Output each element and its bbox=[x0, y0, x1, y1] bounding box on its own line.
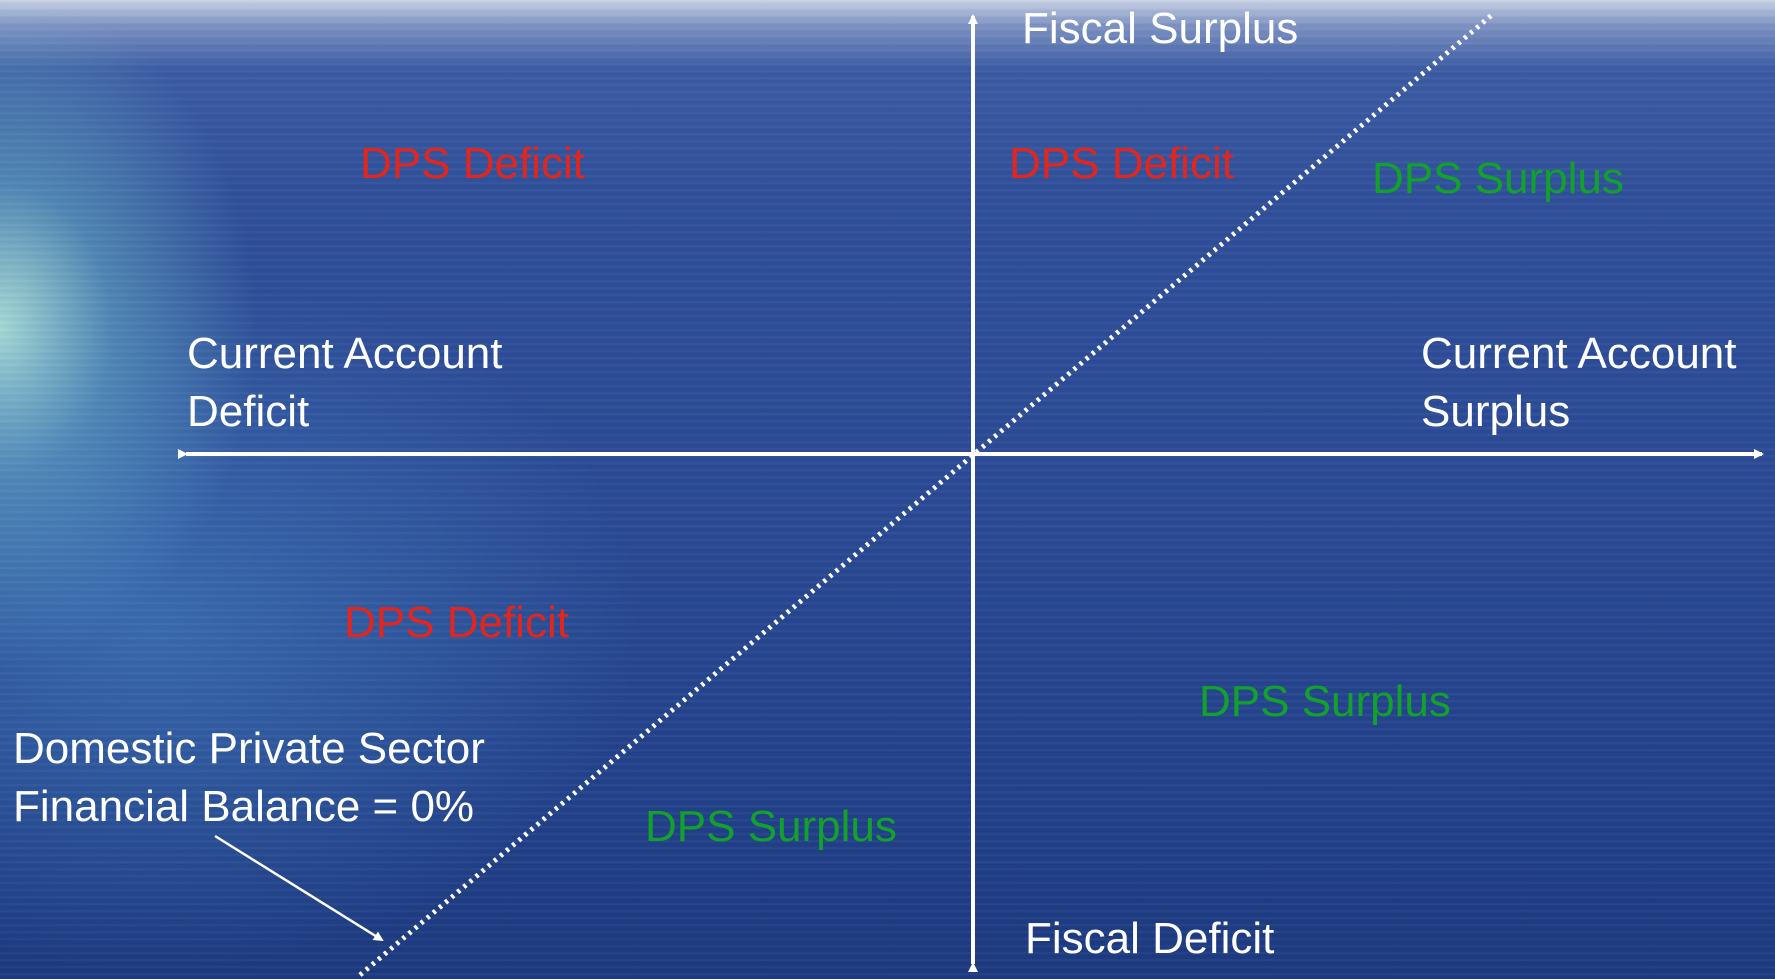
fiscal-surplus-label: Fiscal Surplus bbox=[1022, 4, 1299, 53]
current-account-surplus-label: Current Account Surplus bbox=[1421, 325, 1737, 441]
region-lower-middle-label: DPS Surplus bbox=[645, 802, 897, 851]
region-upper-left-label: DPS Deficit bbox=[360, 139, 585, 188]
balance-line-label-line2: Financial Balance = 0% bbox=[13, 782, 475, 831]
pointer-arrow bbox=[214, 834, 384, 942]
region-lower-left-label: DPS Deficit bbox=[344, 598, 569, 647]
balance-line-label: Domestic Private Sector Financial Balanc… bbox=[13, 720, 485, 836]
current-account-deficit-line1: Current Account bbox=[187, 329, 503, 378]
fiscal-deficit-label: Fiscal Deficit bbox=[1025, 914, 1275, 963]
region-lower-right-label: DPS Surplus bbox=[1199, 677, 1451, 726]
current-account-deficit-label: Current Account Deficit bbox=[187, 325, 503, 441]
region-upper-middle-label: DPS Deficit bbox=[1009, 139, 1234, 188]
current-account-deficit-line2: Deficit bbox=[187, 387, 310, 436]
current-account-surplus-line1: Current Account bbox=[1421, 329, 1737, 378]
region-upper-right-label: DPS Surplus bbox=[1372, 154, 1624, 203]
balance-line-label-line1: Domestic Private Sector bbox=[13, 724, 485, 773]
current-account-surplus-line2: Surplus bbox=[1421, 387, 1571, 436]
